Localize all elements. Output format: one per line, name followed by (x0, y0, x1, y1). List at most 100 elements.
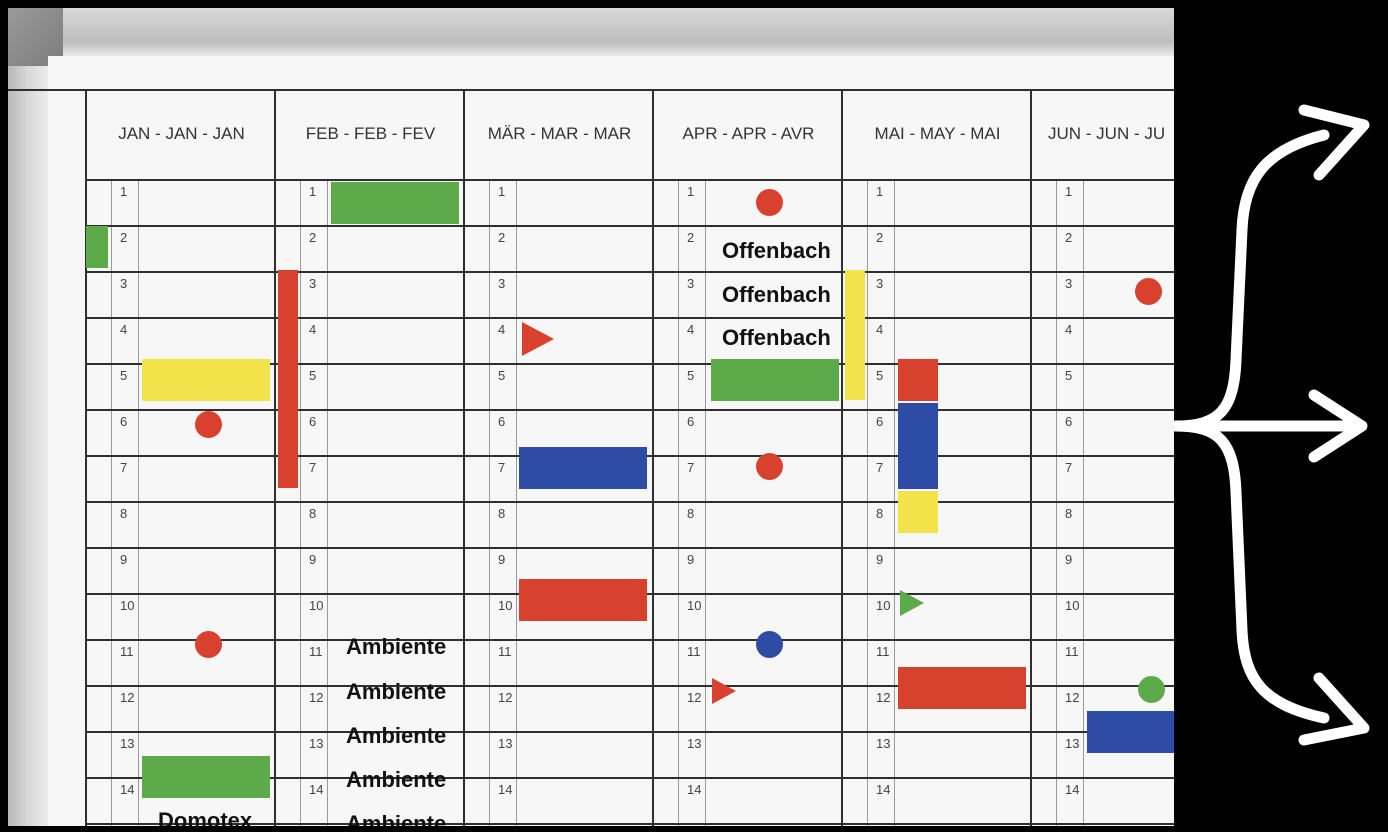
red-dot-magnet[interactable] (195, 411, 222, 438)
day-row[interactable]: 12 (465, 687, 654, 733)
day-row[interactable]: 8 (276, 503, 465, 549)
day-row[interactable]: 14 (465, 779, 654, 825)
day-row[interactable]: 13 (276, 733, 465, 779)
event-label-ambiente[interactable]: Ambiente (346, 767, 447, 792)
day-row[interactable]: 11 (276, 641, 465, 687)
blue-dot-magnet[interactable] (756, 631, 783, 658)
day-row[interactable]: 9 (276, 549, 465, 595)
day-row[interactable]: 11 (465, 641, 654, 687)
day-row[interactable]: 3 (465, 273, 654, 319)
day-row[interactable]: 7 (87, 457, 276, 503)
day-row[interactable]: 1 (276, 181, 465, 227)
day-row[interactable]: 15 (843, 825, 1032, 826)
day-row[interactable]: 1 (843, 181, 1032, 227)
event-label-domotex[interactable]: Domotex (158, 808, 253, 826)
day-row[interactable]: 3 (1032, 273, 1174, 319)
event-label-ambiente[interactable]: Ambiente (346, 811, 447, 826)
red-dot-magnet[interactable] (756, 189, 783, 216)
day-row[interactable]: 6 (1032, 411, 1174, 457)
event-label-ambiente[interactable]: Ambiente (346, 634, 447, 659)
day-row[interactable]: 9 (87, 549, 276, 595)
day-row[interactable]: 12 (654, 687, 843, 733)
day-row[interactable]: 8 (843, 503, 1032, 549)
red-dot-magnet[interactable] (756, 453, 783, 480)
day-row[interactable]: 15 (654, 825, 843, 826)
day-row[interactable]: 3 (654, 273, 843, 319)
day-row[interactable]: 2 (87, 227, 276, 273)
day-row[interactable]: 1 (1032, 181, 1174, 227)
day-row[interactable]: 5 (276, 365, 465, 411)
day-row[interactable]: 1 (654, 181, 843, 227)
day-row[interactable]: 12 (276, 687, 465, 733)
day-row[interactable]: 6 (276, 411, 465, 457)
day-row[interactable]: 5 (87, 365, 276, 411)
red-magnet-bar[interactable] (519, 579, 647, 621)
day-row[interactable]: 10 (276, 595, 465, 641)
day-row[interactable]: 10 (1032, 595, 1174, 641)
yellow-magnet-strip[interactable] (845, 270, 865, 400)
day-row[interactable]: 2 (276, 227, 465, 273)
day-row[interactable]: 8 (1032, 503, 1174, 549)
green-magnet-bar[interactable] (142, 756, 270, 798)
event-label-ambiente[interactable]: Ambiente (346, 679, 447, 704)
green-dot-magnet[interactable] (1138, 676, 1165, 703)
day-row[interactable]: 2 (465, 227, 654, 273)
day-row[interactable]: 4 (276, 319, 465, 365)
day-row[interactable]: 12 (843, 687, 1032, 733)
day-row[interactable]: 14 (1032, 779, 1174, 825)
day-row[interactable]: 5 (654, 365, 843, 411)
day-row[interactable]: 7 (654, 457, 843, 503)
green-magnet-bar[interactable] (86, 226, 108, 268)
day-row[interactable]: 13 (465, 733, 654, 779)
event-label-ambiente[interactable]: Ambiente (346, 723, 447, 748)
red-dot-magnet[interactable] (1135, 278, 1162, 305)
day-row[interactable]: 14 (843, 779, 1032, 825)
day-row[interactable]: 3 (87, 273, 276, 319)
red-magnet-bar[interactable] (898, 667, 1026, 709)
day-row[interactable]: 3 (276, 273, 465, 319)
day-row[interactable]: 6 (87, 411, 276, 457)
day-row[interactable]: 4 (465, 319, 654, 365)
event-label-offenbach[interactable]: Offenbach (722, 282, 831, 307)
green-magnet-bar[interactable] (331, 182, 459, 224)
day-row[interactable]: 8 (465, 503, 654, 549)
red-magnet-block[interactable] (898, 359, 938, 401)
green-triangle-magnet[interactable] (898, 588, 926, 618)
red-triangle-magnet[interactable] (710, 676, 738, 706)
day-row[interactable]: 10 (843, 595, 1032, 641)
day-row[interactable]: 13 (1032, 733, 1174, 779)
red-magnet-strip[interactable] (278, 270, 298, 488)
day-row[interactable]: 5 (1032, 365, 1174, 411)
day-row[interactable]: 14 (276, 779, 465, 825)
event-label-offenbach[interactable]: Offenbach (722, 238, 831, 263)
day-row[interactable]: 10 (654, 595, 843, 641)
day-row[interactable]: 15 (465, 825, 654, 826)
day-row[interactable]: 9 (654, 549, 843, 595)
day-row[interactable]: 7 (276, 457, 465, 503)
day-row[interactable]: 12 (87, 687, 276, 733)
day-row[interactable]: 2 (654, 227, 843, 273)
day-row[interactable]: 14 (87, 779, 276, 825)
day-row[interactable]: 15 (276, 825, 465, 826)
day-row[interactable]: 15 (1032, 825, 1174, 826)
day-row[interactable]: 13 (654, 733, 843, 779)
yellow-magnet-bar[interactable] (142, 359, 270, 401)
day-row[interactable]: 9 (843, 549, 1032, 595)
day-row[interactable]: 7 (1032, 457, 1174, 503)
day-row[interactable]: 10 (87, 595, 276, 641)
day-row[interactable]: 8 (654, 503, 843, 549)
day-row[interactable]: 15 (87, 825, 276, 826)
day-row[interactable]: 8 (87, 503, 276, 549)
day-row[interactable]: 9 (1032, 549, 1174, 595)
blue-magnet-bar[interactable] (519, 447, 647, 489)
day-row[interactable]: 11 (1032, 641, 1174, 687)
day-row[interactable]: 5 (465, 365, 654, 411)
event-label-offenbach[interactable]: Offenbach (722, 325, 831, 350)
blue-magnet-bar[interactable] (1087, 711, 1174, 753)
day-row[interactable]: 2 (1032, 227, 1174, 273)
day-row[interactable]: 2 (843, 227, 1032, 273)
day-row[interactable]: 14 (654, 779, 843, 825)
day-row[interactable]: 10 (465, 595, 654, 641)
day-row[interactable]: 1 (465, 181, 654, 227)
day-row[interactable]: 6 (654, 411, 843, 457)
